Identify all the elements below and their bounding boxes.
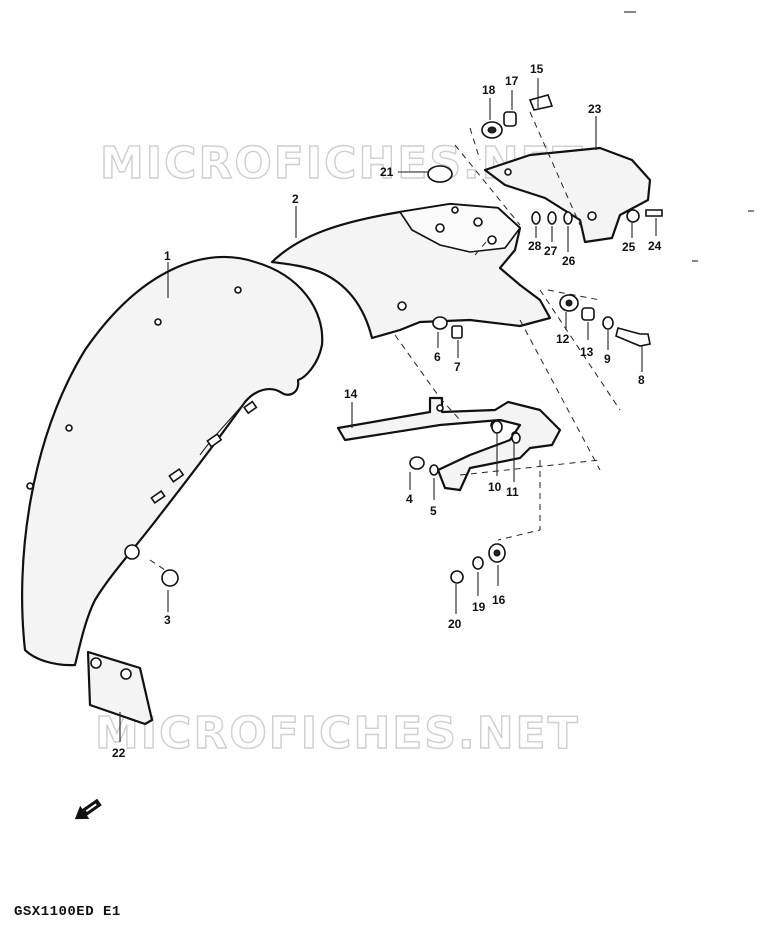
callout-25: 25 [622, 240, 636, 254]
callout-1: 1 [164, 249, 171, 263]
callout-15: 15 [530, 62, 544, 76]
callout-3: 3 [164, 613, 171, 627]
callout-6: 6 [434, 350, 441, 364]
callout-4: 4 [406, 492, 413, 506]
callout-11: 11 [506, 485, 519, 499]
leader-lines [119, 78, 657, 742]
callout-18: 18 [482, 83, 496, 97]
callout-7: 7 [454, 360, 461, 374]
callout-12: 12 [556, 332, 570, 346]
model-code-label: GSX1100ED E1 [14, 904, 121, 920]
part-23-tail-bracket [483, 146, 652, 244]
callout-9: 9 [604, 352, 611, 366]
callout-17: 17 [505, 74, 519, 88]
part-22-mud-flap [86, 650, 154, 726]
callout-2: 2 [292, 192, 299, 206]
callout-8: 8 [638, 373, 645, 387]
callout-19: 19 [472, 600, 486, 614]
callout-26: 26 [562, 254, 576, 268]
part-1-rear-fender [21, 255, 324, 667]
callout-5: 5 [430, 504, 437, 518]
callout-27: 27 [544, 244, 558, 258]
callout-22: 22 [112, 746, 126, 760]
hardware-parts [161, 94, 663, 587]
callout-24: 24 [648, 239, 662, 253]
callout-16: 16 [492, 593, 506, 607]
part-14-bracket [336, 396, 562, 492]
front-direction-arrow-icon [74, 798, 102, 820]
watermark-bottom: MICROFICHES.NET [95, 708, 580, 759]
callout-13: 13 [580, 345, 594, 359]
callout-10: 10 [488, 480, 502, 494]
callout-28: 28 [528, 239, 542, 253]
part-2-fender-cover [270, 202, 552, 340]
callout-23: 23 [588, 102, 602, 116]
callout-labels: 1 2 3 4 5 6 7 8 9 10 11 12 13 14 15 16 1… [112, 62, 662, 760]
callout-14: 14 [344, 387, 358, 401]
callout-21: 21 [380, 165, 394, 179]
callout-20: 20 [448, 617, 462, 631]
